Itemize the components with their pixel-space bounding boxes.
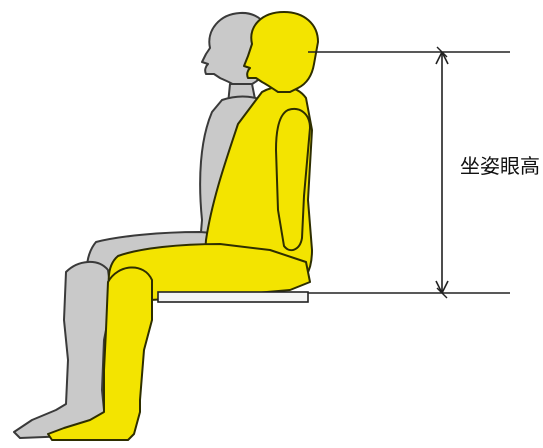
yellow-figure-thigh	[107, 243, 311, 305]
grey-figure-lower-leg	[13, 261, 117, 439]
dimension-label: 坐姿眼高	[460, 154, 540, 178]
dimension-tick-bottom	[436, 287, 448, 299]
yellow-figure-lower-leg	[47, 266, 153, 441]
yellow-figure-arm	[275, 108, 311, 252]
dimension-arrow-bottom	[435, 280, 449, 294]
dimension-tick-top	[436, 46, 448, 58]
dimension-arrow-top	[435, 51, 449, 65]
yellow-seated-figure	[47, 11, 319, 441]
seat-platform	[157, 291, 309, 303]
yellow-figure-head	[243, 11, 319, 93]
